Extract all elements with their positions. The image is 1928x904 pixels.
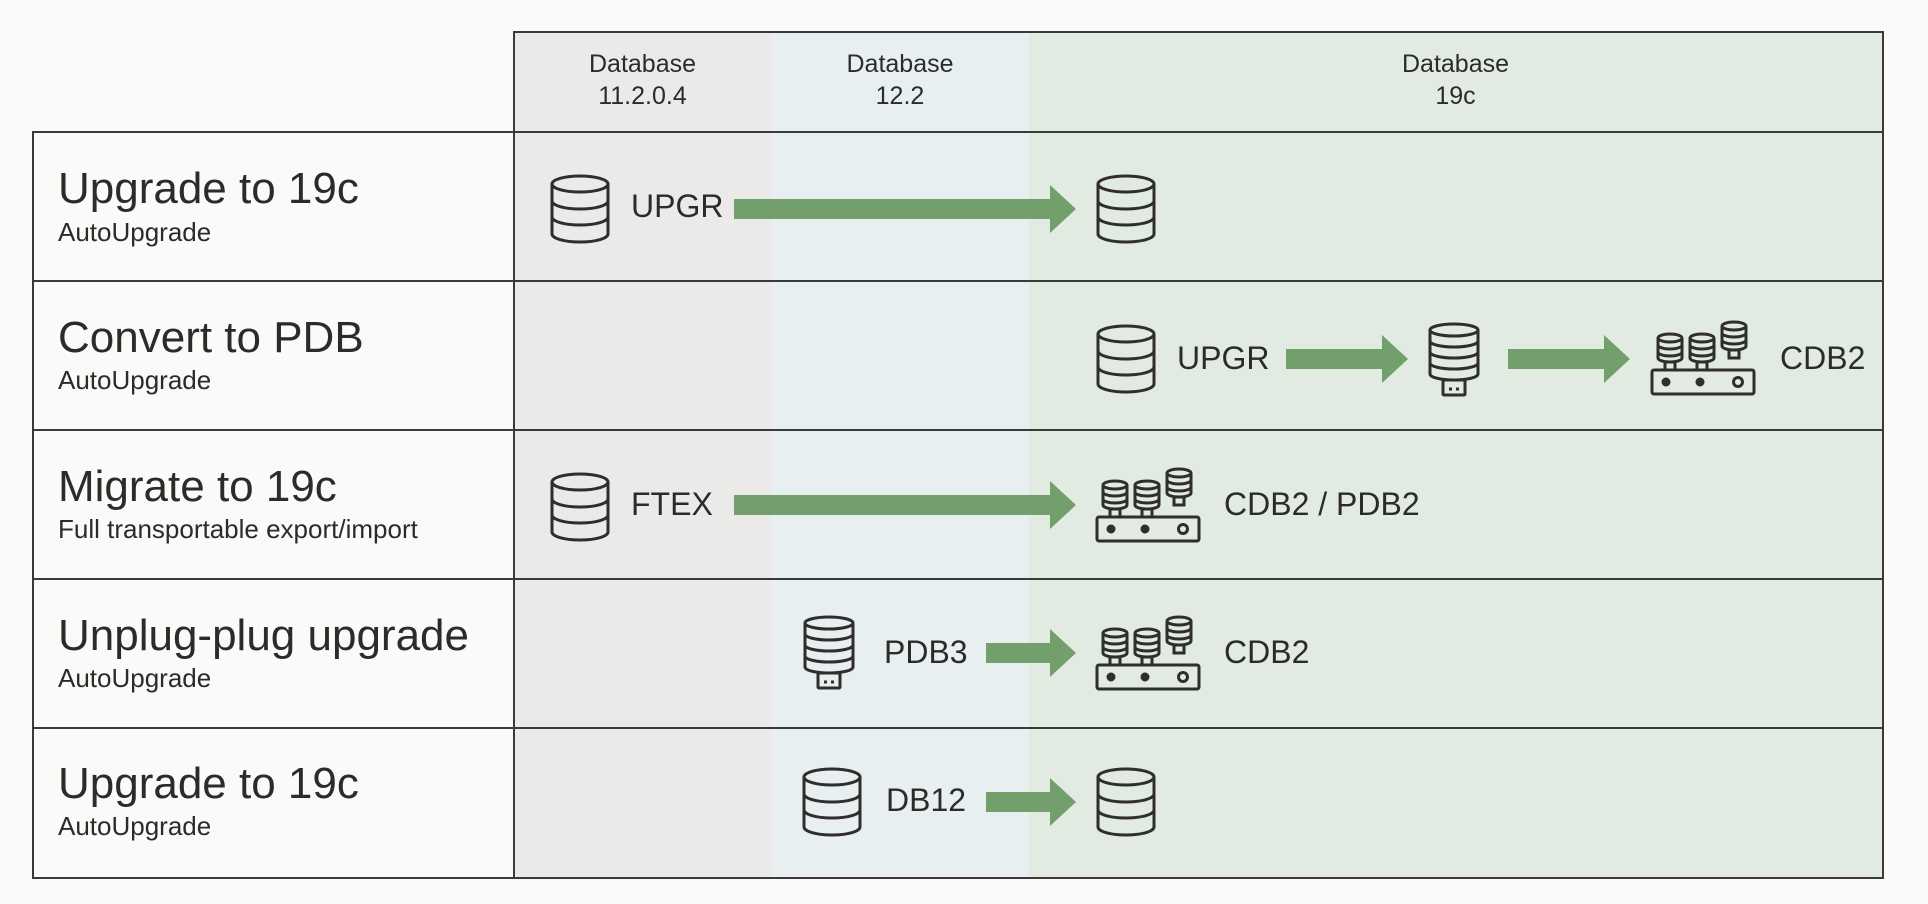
target-label: CDB2 — [1224, 634, 1310, 670]
column-header-version: 12.2 — [875, 82, 925, 110]
arrow-right-icon — [734, 185, 1076, 233]
row-divider — [32, 578, 1884, 580]
database-icon — [801, 767, 863, 837]
row-divider — [32, 429, 1884, 431]
column-header-12-2: Database 12.2 — [771, 48, 1029, 112]
table-frame — [32, 131, 1884, 879]
row-subtitle: AutoUpgrade — [58, 365, 212, 395]
arrow-right-icon — [986, 629, 1076, 677]
source-label: DB12 — [886, 782, 967, 818]
row-title: Migrate to 19c — [58, 462, 337, 511]
row-divider — [32, 727, 1884, 729]
row-subtitle: AutoUpgrade — [58, 663, 212, 693]
row-subtitle: AutoUpgrade — [58, 811, 212, 841]
row-title: Unplug-plug upgrade — [58, 611, 469, 660]
column-header-11-2: Database 11.2.0.4 — [514, 48, 771, 112]
column-header-line1: Database — [1401, 50, 1510, 78]
source-label: FTEX — [631, 486, 713, 522]
label-column-divider — [513, 131, 515, 879]
source-label: UPGR — [1177, 340, 1270, 376]
row-subtitle: AutoUpgrade — [58, 217, 212, 247]
database-icon — [1095, 324, 1157, 394]
arrow-right-icon — [734, 481, 1076, 529]
cdb-icon — [1095, 467, 1201, 545]
arrow-right-icon — [1286, 335, 1408, 383]
database-icon — [1095, 174, 1157, 244]
pdb-icon — [1427, 322, 1481, 398]
column-header-line1: Database — [588, 50, 697, 78]
cdb-icon — [1650, 320, 1756, 398]
database-icon — [1095, 767, 1157, 837]
target-label: CDB2 / PDB2 — [1224, 486, 1420, 522]
source-label: PDB3 — [884, 634, 968, 670]
row-title: Convert to PDB — [58, 313, 364, 362]
column-band-19c — [1029, 32, 1882, 877]
column-band-12-2 — [771, 32, 1029, 877]
row-title: Upgrade to 19c — [58, 164, 359, 213]
column-header-line1: Database — [846, 50, 954, 78]
arrow-right-icon — [986, 778, 1076, 826]
column-header-version: 11.2.0.4 — [598, 82, 687, 110]
database-icon — [549, 472, 611, 542]
row-subtitle: Full transportable export/import — [58, 514, 418, 544]
pdb-icon — [802, 615, 856, 691]
arrow-right-icon — [1508, 335, 1630, 383]
row-title: Upgrade to 19c — [58, 759, 359, 808]
row-divider — [32, 280, 1884, 282]
column-header-version: 19c — [1435, 82, 1476, 110]
database-icon — [549, 174, 611, 244]
column-band-11-2 — [514, 32, 771, 877]
cdb-icon — [1095, 615, 1201, 693]
column-header-19c: Database 19c — [1029, 48, 1882, 112]
source-label: UPGR — [631, 188, 724, 224]
target-label: CDB2 — [1780, 340, 1866, 376]
